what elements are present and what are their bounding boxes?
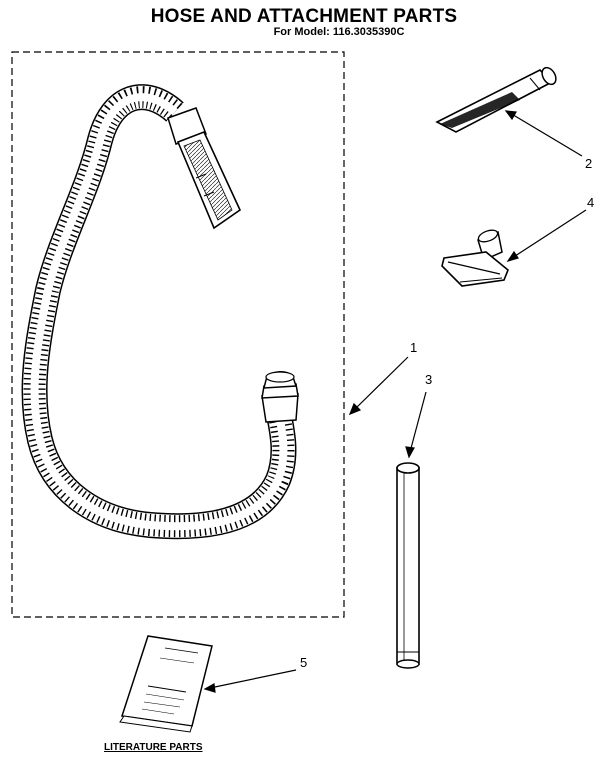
hose-part <box>21 84 299 540</box>
literature-booklet-part <box>119 635 213 733</box>
callout-3: 3 <box>425 372 432 387</box>
crevice-tool-part <box>435 66 557 133</box>
diagram-title: HOSE AND ATTACHMENT PARTS <box>150 6 458 27</box>
upholstery-tool-part <box>441 229 509 287</box>
callout-5: 5 <box>300 655 307 670</box>
callout-2: 2 <box>585 156 592 171</box>
callout-1: 1 <box>410 340 417 355</box>
hose-cuff <box>261 371 299 423</box>
model-number: For Model: 116.3035390C <box>273 26 405 38</box>
hose-group-box <box>11 51 345 618</box>
literature-parts-heading: LITERATURE PARTS <box>104 742 203 753</box>
leader-lines <box>203 110 587 693</box>
hose-handle <box>167 107 242 230</box>
extension-wand-part <box>396 462 420 669</box>
callout-4: 4 <box>587 195 594 210</box>
